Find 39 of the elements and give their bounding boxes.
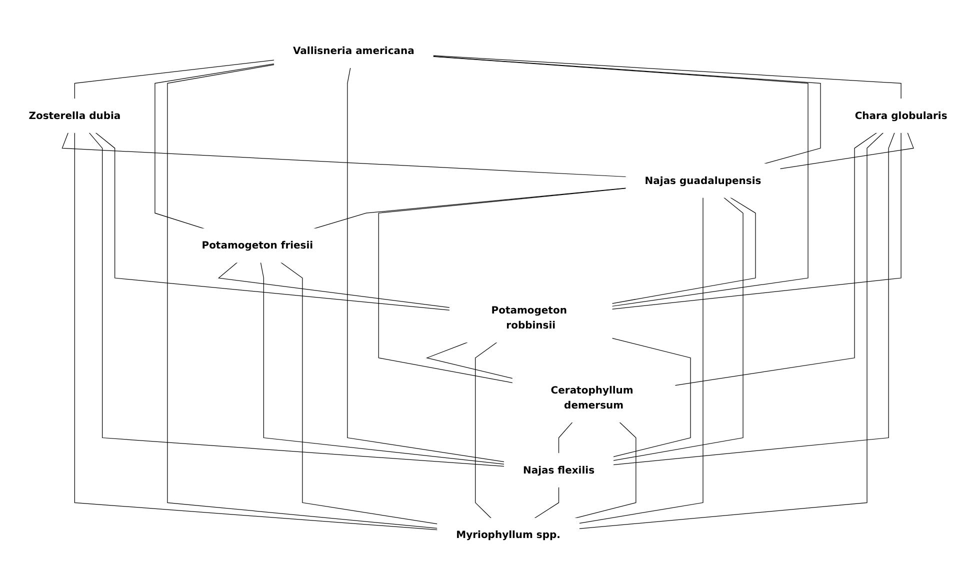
connector [574,422,636,519]
connector [475,342,498,519]
connector [167,64,438,529]
connector [558,422,573,454]
connector [780,132,914,170]
node-text: Vallisneria americana [293,44,414,56]
connector [280,262,438,524]
node-text: Potamogeton friesii [202,239,314,252]
connector [260,262,505,465]
node-text: Najas guadalupensis [644,174,762,186]
connector [534,486,560,519]
connector [612,132,902,310]
connector [432,56,808,307]
connector [88,132,505,467]
node-text: Chara globularis [854,110,948,122]
connector [378,188,626,384]
connector [578,132,884,530]
connector [612,197,756,304]
connector [62,132,626,178]
connector [347,67,505,462]
connector [74,132,438,530]
connector [426,342,513,379]
node-text: Najas flexilis [523,464,595,476]
connector [432,56,821,164]
connector [314,188,626,230]
connector [612,338,691,458]
connector [95,132,450,310]
connector [612,197,744,461]
node-text: Potamogeton robbinsii [491,304,567,332]
connector [74,60,275,100]
connector [612,132,895,466]
connector [218,262,450,308]
connector [154,64,275,230]
connector [674,132,878,386]
connector [578,197,704,524]
connector [432,55,902,100]
node-text: Zosterella dubia [28,110,121,122]
node-text: Myriophyllum spp. [456,528,560,541]
node-text: Ceratophyllum demersum [550,384,634,411]
